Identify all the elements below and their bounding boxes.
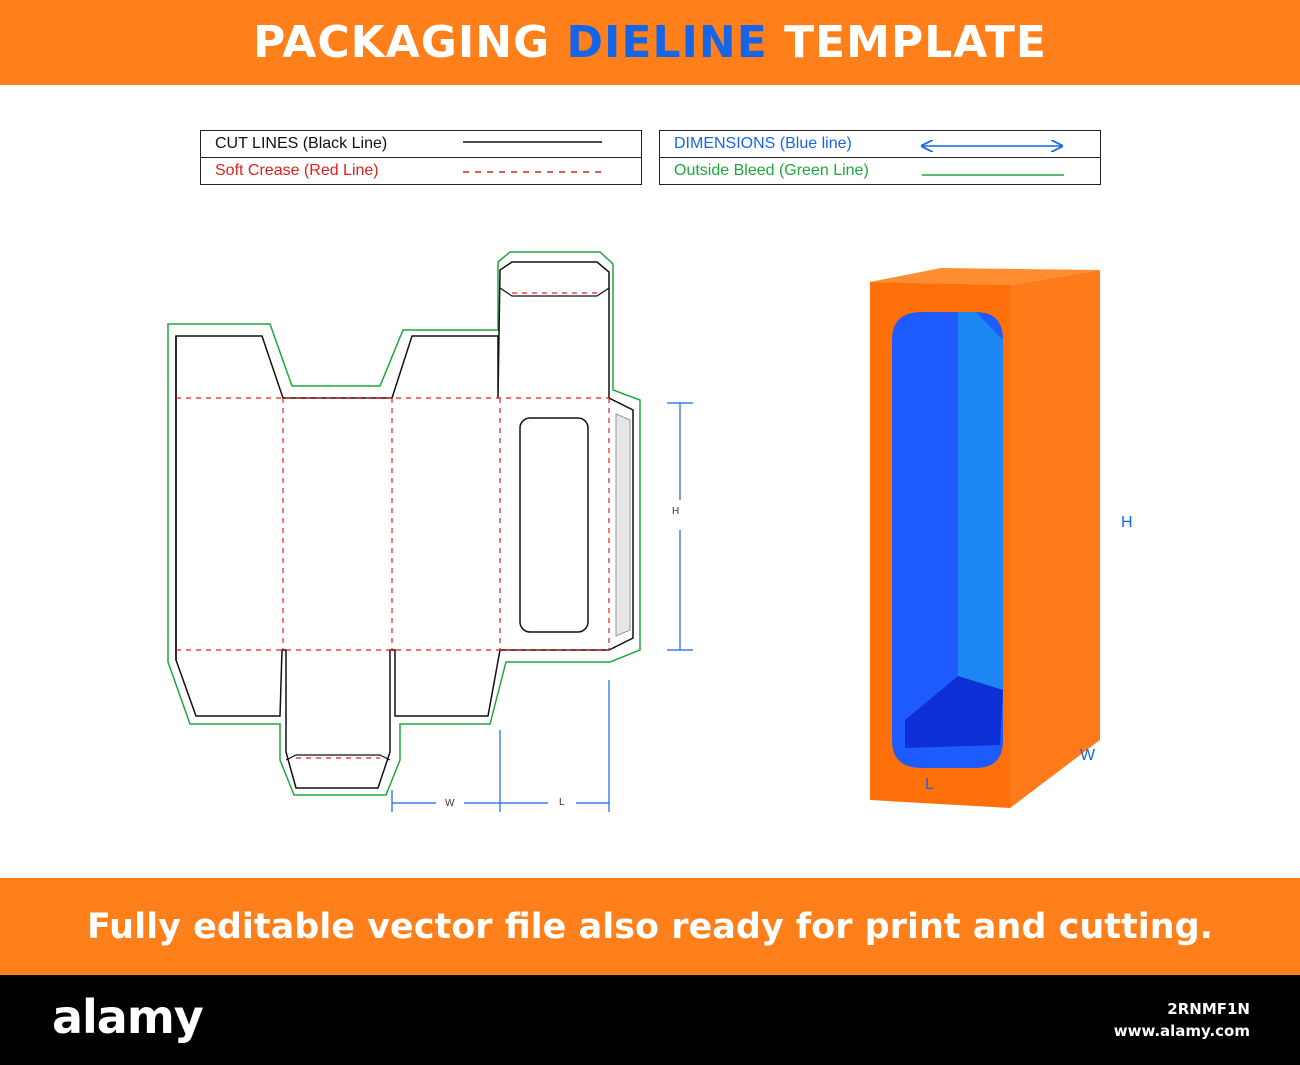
box-3d [870, 268, 1100, 808]
top-tuck-tab [499, 287, 610, 297]
footer-banner: Fully editable vector file also ready fo… [0, 878, 1300, 975]
legend-dimensions-label: DIMENSIONS (Blue line) [674, 135, 852, 152]
watermark-logo: alamy [52, 990, 204, 1044]
page-title: PACKAGING DIELINE TEMPLATE [253, 17, 1047, 68]
crease-lines [176, 292, 610, 759]
header-banner: PACKAGING DIELINE TEMPLATE [0, 0, 1300, 85]
title-part1: PACKAGING [253, 17, 567, 68]
box-right-side [1010, 270, 1100, 808]
legend-cut-label: CUT LINES (Black Line) [215, 135, 388, 152]
box-width-label: W [1080, 747, 1096, 764]
legend-crease-label: Soft Crease (Red Line) [215, 161, 379, 179]
dieline-cut-outline [175, 261, 634, 789]
title-part2: TEMPLATE [767, 17, 1047, 68]
glue-flap [615, 413, 631, 637]
box-height-label: H [1121, 514, 1133, 531]
legend-right: DIMENSIONS (Blue line) Outside Bleed (Gr… [659, 130, 1101, 185]
legend-bleed-label: Outside Bleed (Green Line) [674, 161, 869, 179]
legend-bleed-row: Outside Bleed (Green Line) [660, 157, 1100, 183]
legend-left: CUT LINES (Black Line) Soft Crease (Red … [200, 130, 642, 185]
window-cutout [519, 417, 589, 633]
legend-cut-row: CUT LINES (Black Line) [201, 131, 641, 157]
watermark-bar [0, 975, 1300, 1065]
watermark-image-id: 2RNMF1N [1167, 1000, 1250, 1018]
dieline-length-label: L [559, 797, 565, 808]
dieline-width-label: W [445, 798, 455, 809]
title-accent: DIELINE [566, 17, 768, 68]
legend-crease-row: Soft Crease (Red Line) [201, 157, 641, 183]
box-inner-side [958, 312, 1003, 690]
watermark-site: www.alamy.com [1113, 1022, 1250, 1040]
dieline-bleed-outline [167, 251, 641, 796]
box-inner-floor [905, 676, 1003, 748]
dimension-lines [391, 402, 693, 812]
box-top [870, 268, 1100, 285]
bottom-tuck-tab [285, 754, 391, 761]
box-length-label: L [925, 776, 934, 793]
legend-dimensions-row: DIMENSIONS (Blue line) [660, 131, 1100, 157]
footer-text: Fully editable vector file also ready fo… [87, 906, 1213, 947]
dieline-height-label: H [672, 506, 680, 517]
